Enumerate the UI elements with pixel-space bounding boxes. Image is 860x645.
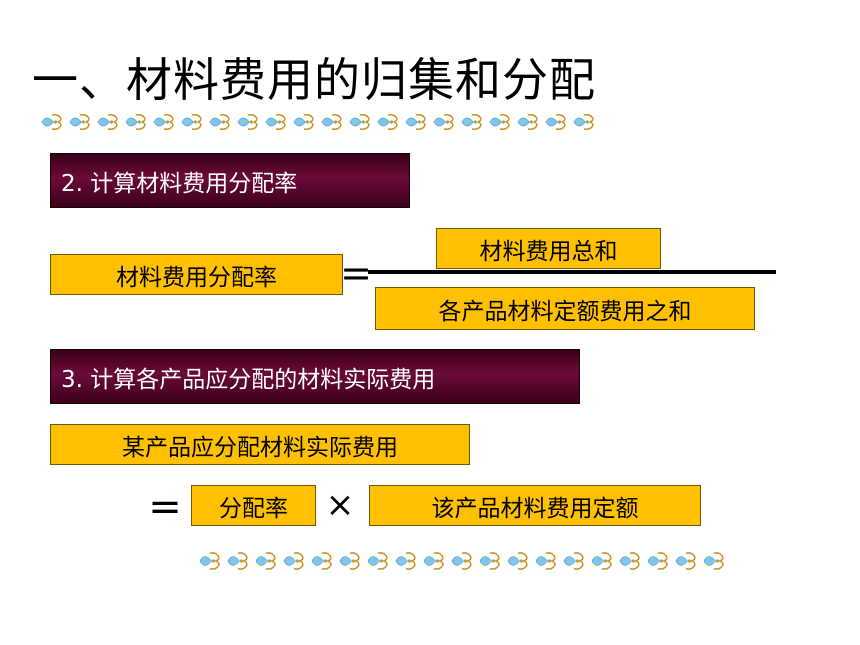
ornament-motif	[311, 552, 332, 570]
ornament-motif	[199, 552, 220, 570]
ornament-motif	[451, 552, 472, 570]
ornament-motif	[423, 552, 444, 570]
ornament-motif	[619, 552, 640, 570]
ornament-motif	[41, 113, 62, 131]
ornament-motif	[209, 113, 230, 131]
ornament-motif	[563, 552, 584, 570]
numerator-total-material-cost: 材料费用总和	[436, 228, 661, 269]
ornament-motif	[395, 552, 416, 570]
ornament-motif	[647, 552, 668, 570]
ornament-motif	[507, 552, 528, 570]
equals-sign-1: =	[340, 251, 372, 295]
ornament-motif	[97, 113, 118, 131]
ornament-motif	[255, 552, 276, 570]
ornament-motif	[377, 113, 398, 131]
ornament-motif	[349, 113, 370, 131]
section-2-heading: 2. 计算材料费用分配率	[50, 153, 410, 208]
ornament-motif	[265, 113, 286, 131]
ornament-motif	[433, 113, 454, 131]
ornament-motif	[125, 113, 146, 131]
ornament-motif	[461, 113, 482, 131]
ornament-motif	[283, 552, 304, 570]
ornament-motif	[517, 113, 538, 131]
ornament-motif	[591, 552, 612, 570]
ornament-motif	[321, 113, 342, 131]
fraction-bar	[368, 270, 776, 274]
equals-sign-2: =	[148, 484, 182, 530]
ornament-motif	[227, 552, 248, 570]
ornament-motif	[237, 113, 258, 131]
ornament-motif	[405, 113, 426, 131]
ornament-divider-top	[41, 113, 594, 131]
product-actual-cost-label: 某产品应分配材料实际费用	[50, 424, 470, 465]
ornament-motif	[573, 113, 594, 131]
ornament-motif	[181, 113, 202, 131]
ornament-motif	[293, 113, 314, 131]
ornament-motif	[339, 552, 360, 570]
factor-product-quota-cost: 该产品材料费用定额	[369, 485, 701, 526]
ornament-motif	[535, 552, 556, 570]
ornament-motif	[153, 113, 174, 131]
ornament-motif	[69, 113, 90, 131]
ornament-motif	[703, 552, 724, 570]
ornament-motif	[489, 113, 510, 131]
factor-allocation-rate: 分配率	[191, 485, 316, 526]
section-3-heading: 3. 计算各产品应分配的材料实际费用	[50, 349, 580, 404]
multiply-sign: ×	[325, 485, 355, 525]
ornament-motif	[545, 113, 566, 131]
denominator-quota-cost-sum: 各产品材料定额费用之和	[375, 287, 755, 330]
allocation-rate-label: 材料费用分配率	[50, 254, 343, 295]
ornament-motif	[479, 552, 500, 570]
ornament-motif	[367, 552, 388, 570]
page-title: 一、材料费用的归集和分配	[32, 53, 596, 107]
ornament-divider-bottom	[199, 552, 724, 570]
ornament-motif	[675, 552, 696, 570]
